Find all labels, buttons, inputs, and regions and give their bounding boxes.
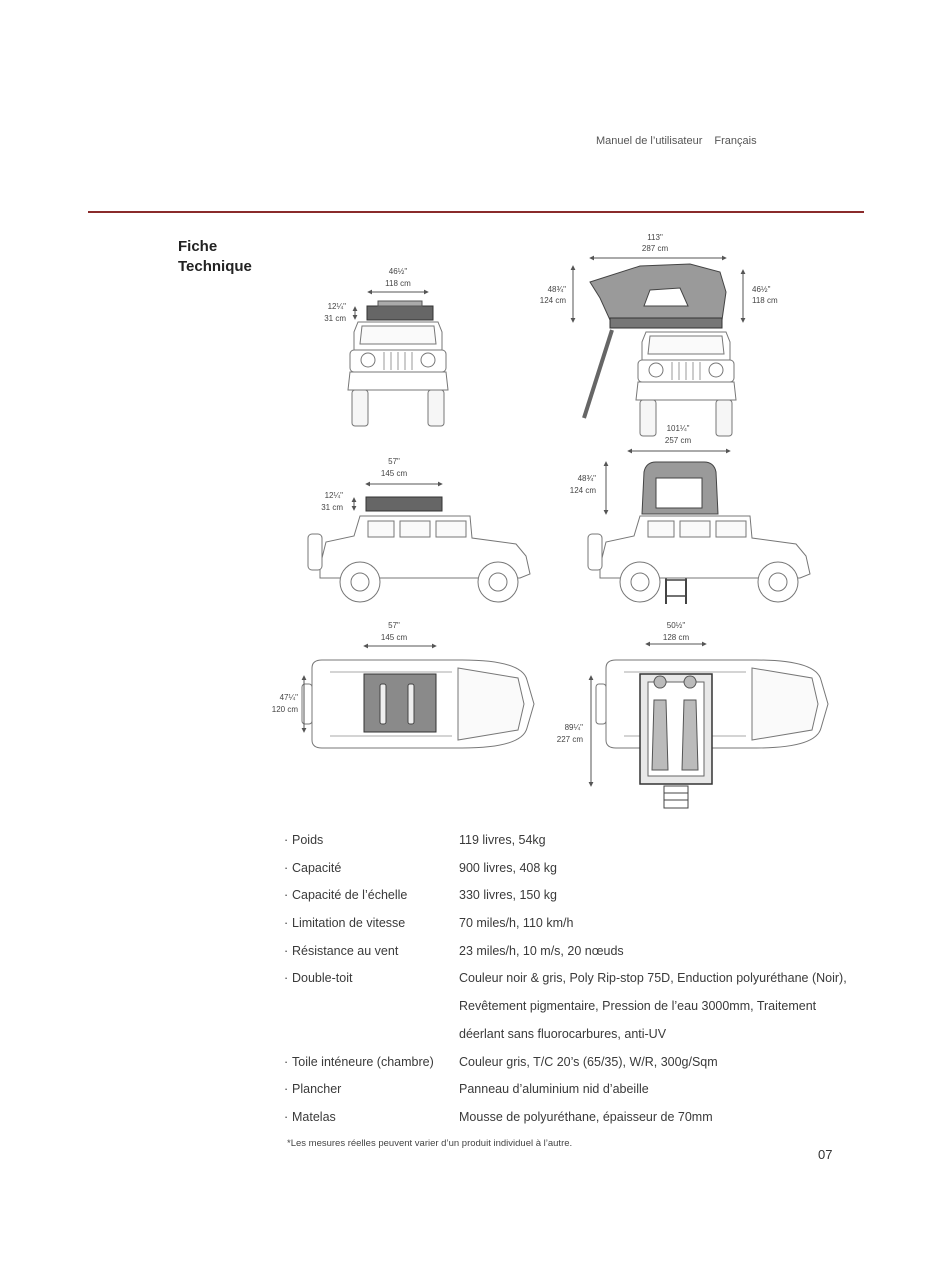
front-closed-width-cm: 118 cm xyxy=(385,279,411,288)
spec-row: ·Plancher Panneau d’aluminium nid d’abei… xyxy=(284,1076,884,1104)
spec-label-double-roof: Double-toit xyxy=(292,971,353,986)
spec-value-capacity: 900 livres, 408 kg xyxy=(459,860,557,875)
side-open-height-cm: 124 cm xyxy=(570,486,597,495)
tent-closed-front xyxy=(366,305,434,321)
top-closed-depth-in: 47¼" xyxy=(280,693,299,702)
spec-row: ·Matelas Mousse de polyuréthane, épaisse… xyxy=(284,1104,884,1132)
side-open-height-in: 48¾" xyxy=(578,474,597,483)
top-open-depth-cm: 227 cm xyxy=(557,735,584,744)
front-open-left-height-cm: 124 cm xyxy=(540,296,567,305)
top-closed-width-cm: 145 cm xyxy=(381,633,408,642)
spec-label-weight: Poids xyxy=(292,833,324,847)
spec-row: ·Capacité 900 livres, 408 kg xyxy=(284,855,884,883)
front-closed-height-cm: 31 cm xyxy=(324,314,346,323)
front-closed-width-in: 46½" xyxy=(389,267,408,276)
side-closed-height-in: 12¼" xyxy=(325,491,344,500)
spec-row: ·Poids 119 livres, 54kg xyxy=(284,827,884,855)
side-open-width-in: 101¼" xyxy=(667,424,690,433)
section-title-line-2: Technique xyxy=(178,258,252,275)
spec-value-double-roof-1: Couleur noir & gris, Poly Rip-stop 75D, … xyxy=(459,971,847,986)
running-header: Manuel de l’utilisateur Français xyxy=(596,135,757,147)
header-divider xyxy=(88,211,864,213)
side-closed-height-cm: 31 cm xyxy=(321,503,343,512)
section-title: Fiche Technique xyxy=(178,237,252,277)
footnote: *Les mesures réelles peuvent varier d’un… xyxy=(287,1138,573,1149)
spec-row: ·Limitation de vitesse 70 miles/h, 110 k… xyxy=(284,910,884,938)
spec-label-wind-resistance: Résistance au vent xyxy=(292,943,399,958)
side-view-open: 101¼" 257 cm 48¾" 124 cm xyxy=(570,424,811,604)
page-number: 07 xyxy=(818,1147,833,1162)
side-view-closed: 57" 145 cm 12¼" 31 cm xyxy=(307,457,531,603)
spec-value-inner-canvas: Couleur gris, T/C 20’s (65/35), W/R, 300… xyxy=(459,1054,718,1069)
front-closed-height-in: 12¼" xyxy=(328,302,347,311)
top-open-width-in: 50½" xyxy=(667,621,686,630)
spec-value-double-roof-3: déerlant sans fluorocarbures, anti-UV xyxy=(459,1026,667,1041)
front-open-right-height-cm: 118 cm xyxy=(752,296,778,305)
tent-closed-side xyxy=(365,496,443,512)
language-label: Français xyxy=(714,135,757,147)
spec-value-floor: Panneau d’aluminium nid d’abeille xyxy=(459,1082,649,1097)
spec-row: ·Capacité de l’échelle 330 livres, 150 k… xyxy=(284,882,884,910)
top-open-depth-in: 89¼" xyxy=(565,723,584,732)
front-open-width-cm: 287 cm xyxy=(642,244,669,253)
top-closed-depth-cm: 120 cm xyxy=(272,705,299,714)
side-open-width-cm: 257 cm xyxy=(665,436,692,445)
spec-row: ·Résistance au vent 23 miles/h, 10 m/s, … xyxy=(284,938,884,966)
spec-label-inner-canvas: Toile inténeure (chambre) xyxy=(292,1054,434,1069)
spec-value-weight: 119 livres, 54kg xyxy=(459,833,546,847)
side-closed-width-in: 57" xyxy=(388,457,400,466)
spec-value-wind-resistance: 23 miles/h, 10 m/s, 20 nœuds xyxy=(459,943,624,958)
front-view-closed: 46½" 118 cm 12¼" 31 cm xyxy=(324,267,449,427)
front-open-left-height-in: 48¾" xyxy=(548,285,567,294)
top-view-open: 50½" 128 cm 89¼" 227 cm xyxy=(557,621,829,809)
top-open-width-cm: 128 cm xyxy=(663,633,690,642)
spec-value-mattress: Mousse de polyuréthane, épaisseur de 70m… xyxy=(459,1109,713,1124)
spec-label-speed-limit: Limitation de vitesse xyxy=(292,916,406,931)
spec-value-ladder-capacity: 330 livres, 150 kg xyxy=(459,888,557,903)
tent-closed-top xyxy=(363,673,437,733)
spec-label-ladder-capacity: Capacité de l’échelle xyxy=(292,888,408,903)
spec-value-speed-limit: 70 miles/h, 110 km/h xyxy=(459,916,574,931)
front-open-width-in: 113" xyxy=(647,233,663,242)
top-view-closed: 57" 145 cm 47¼" 120 cm xyxy=(272,621,535,749)
spec-row: ·Toile inténeure (chambre) Couleur gris,… xyxy=(284,1049,884,1077)
spec-list: ·Poids 119 livres, 54kg ·Capacité 900 li… xyxy=(284,827,884,1132)
spec-label-floor: Plancher xyxy=(292,1082,342,1097)
spec-row: ·Double-toit Couleur noir & gris, Poly R… xyxy=(284,965,884,1048)
manual-title: Manuel de l’utilisateur xyxy=(596,135,703,147)
front-view-open: 113" 287 cm 48¾" 124 cm 46½" 118 cm xyxy=(540,233,778,437)
side-closed-width-cm: 145 cm xyxy=(381,469,408,478)
section-title-line-1: Fiche xyxy=(178,238,218,255)
spec-label-mattress: Matelas xyxy=(292,1109,336,1124)
front-open-right-height-in: 46½" xyxy=(752,285,771,294)
top-closed-width-in: 57" xyxy=(388,621,400,630)
dimension-diagrams: 46½" 118 cm 12¼" 31 cm 113" 287 cm 48¾" … xyxy=(272,233,829,809)
spec-value-double-roof-2: Revêtement pigmentaire, Pression de l’ea… xyxy=(459,999,817,1014)
spec-label-capacity: Capacité xyxy=(292,860,342,875)
